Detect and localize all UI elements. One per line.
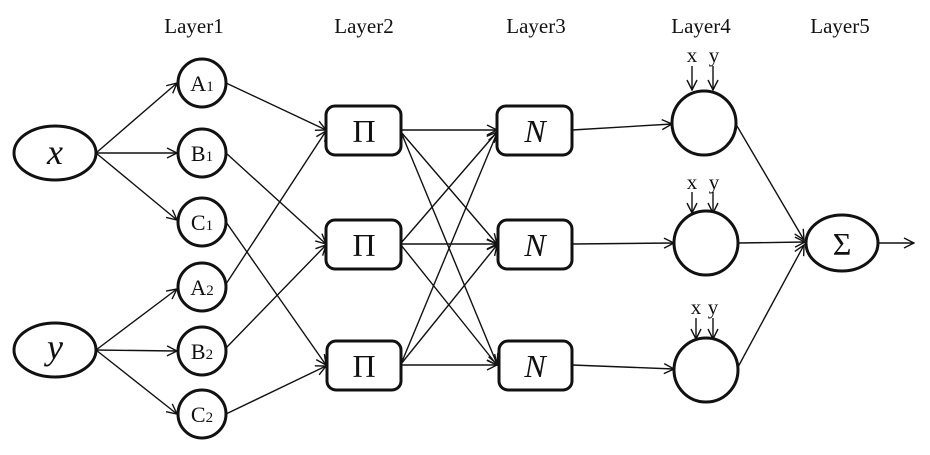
mf-letter: A <box>190 71 206 96</box>
side-input-y-label: y <box>709 43 720 67</box>
mf-node-A1: A1 <box>176 57 228 109</box>
mf-letter: B <box>191 339 206 364</box>
svg-text:A1: A1 <box>190 71 213 96</box>
edge-P2-N1 <box>400 132 497 244</box>
sum-node: Σ <box>804 213 880 273</box>
product-node-1: Π <box>324 104 403 157</box>
input-node-y: y <box>12 321 98 379</box>
mf-letter: C <box>191 210 206 235</box>
side-input-x-label: x <box>687 170 698 194</box>
edge-C1-P3 <box>225 221 326 365</box>
mf-node-A2: A2 <box>176 261 228 313</box>
edge-A2-P1 <box>225 131 326 285</box>
norm-node-3: N <box>497 339 574 392</box>
edge-N3-R3 <box>571 365 674 369</box>
layer-label-5: Layer5 <box>810 14 869 38</box>
svg-text:B1: B1 <box>191 141 213 166</box>
consequent-node-3: x y <box>672 295 740 404</box>
side-input-x-label: x <box>691 295 702 319</box>
mf-subscript: 2 <box>206 283 214 299</box>
edge-y-C2 <box>95 349 177 414</box>
mf-subscript: 1 <box>206 218 214 234</box>
product-symbol: Π <box>352 113 375 149</box>
edge-R2-S <box>737 242 805 243</box>
sum-symbol: Σ <box>833 226 852 262</box>
mf-node-B2: B2 <box>176 325 228 377</box>
norm-symbol: N <box>523 113 547 149</box>
mf-node-B1: B1 <box>176 127 228 179</box>
edge-P3-N2 <box>400 245 497 365</box>
mf-letter: C <box>191 402 206 427</box>
product-node-3: Π <box>325 339 403 392</box>
edge-x-A1 <box>95 83 177 154</box>
norm-symbol: N <box>523 227 547 263</box>
edge-N2-R2 <box>571 243 674 244</box>
product-symbol: Π <box>352 227 375 263</box>
edge-N1-R1 <box>571 124 672 131</box>
mf-subscript: 2 <box>206 410 214 426</box>
input-label-y: y <box>44 327 63 367</box>
svg-text:B2: B2 <box>191 339 213 364</box>
mf-letter: A <box>190 275 206 300</box>
edges <box>95 66 914 415</box>
side-input-x-label: x <box>687 43 698 67</box>
layer-label-4: Layer4 <box>671 14 731 38</box>
svg-text:C2: C2 <box>191 402 213 427</box>
norm-symbol: N <box>523 348 547 384</box>
layer-label-2: Layer2 <box>334 14 393 38</box>
mf-subscript: 1 <box>206 149 214 165</box>
edge-y-B2 <box>95 350 177 351</box>
mf-subscript: 1 <box>206 79 214 95</box>
side-input-y-label: y <box>709 170 720 194</box>
product-node-2: Π <box>324 218 403 271</box>
edge-x-C1 <box>95 152 177 220</box>
mf-letter: B <box>191 141 206 166</box>
mf-node-C2: C2 <box>176 388 228 440</box>
edge-P3-N1 <box>400 133 497 365</box>
norm-node-1: N <box>495 104 574 157</box>
svg-text:A2: A2 <box>190 275 213 300</box>
consequent-node-1: x y <box>670 43 738 157</box>
layer-labels: Layer1 Layer2 Layer3 Layer4 Layer5 <box>164 14 869 38</box>
edge-B1-P2 <box>225 152 326 244</box>
edge-C2-P3 <box>225 366 326 415</box>
input-node-x: x <box>12 124 98 182</box>
edge-A1-P1 <box>225 82 326 130</box>
mf-subscript: 2 <box>206 347 214 363</box>
layer-label-1: Layer1 <box>164 14 223 38</box>
edge-y-A2 <box>95 289 177 351</box>
side-input-y-label: y <box>708 295 719 319</box>
product-symbol: Π <box>352 348 375 384</box>
layer-label-3: Layer3 <box>506 14 565 38</box>
norm-node-2: N <box>496 218 574 271</box>
consequent-node-2: x y <box>672 170 740 277</box>
edge-R3-S <box>737 245 804 368</box>
edge-R1-S <box>736 125 804 240</box>
mf-node-C1: C1 <box>176 196 228 248</box>
edge-B2-P2 <box>225 245 326 349</box>
input-label-x: x <box>46 132 63 172</box>
svg-text:C1: C1 <box>191 210 213 235</box>
